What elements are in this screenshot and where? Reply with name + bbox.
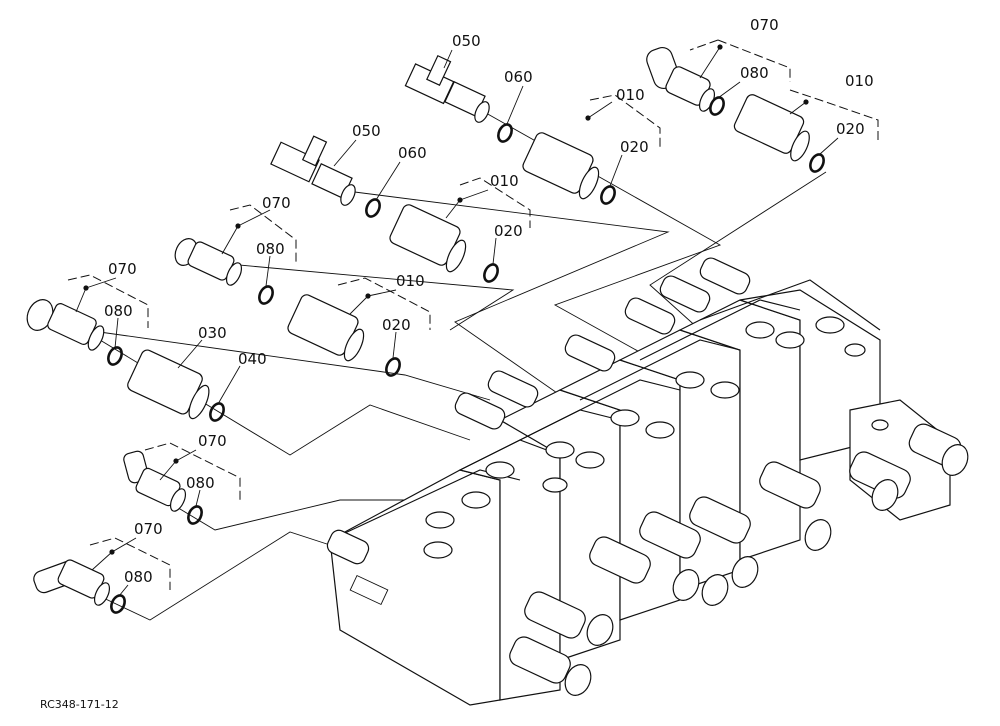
label-010-middle: 010 (490, 172, 519, 190)
label-050-top: 050 (452, 32, 481, 50)
o-ring (258, 285, 274, 305)
label-020-middle: 020 (494, 222, 523, 240)
o-ring (110, 594, 126, 614)
spools-back (326, 257, 751, 565)
fitting-010-middle (389, 204, 467, 273)
callout-leaders (75, 46, 839, 597)
bracket (89, 537, 171, 590)
o-ring (365, 198, 381, 218)
bracket (67, 274, 149, 328)
label-080-top-right: 080 (740, 64, 769, 82)
label-050-middle: 050 (352, 122, 381, 140)
bracket (717, 39, 791, 82)
label-020-lower: 020 (382, 316, 411, 334)
o-ring (709, 96, 725, 116)
bracket (144, 442, 241, 500)
o-ring (385, 357, 401, 377)
bracket (789, 89, 879, 140)
label-080-left-lower: 080 (186, 474, 215, 492)
label-080-bottom: 080 (124, 568, 153, 586)
port-caps (423, 316, 889, 559)
label-070-left-upper: 070 (108, 260, 137, 278)
brackets (67, 39, 879, 590)
label-080-left-mid: 080 (256, 240, 285, 258)
label-060-top: 060 (504, 68, 533, 86)
spools-front (509, 423, 969, 696)
label-040: 040 (238, 350, 267, 368)
fitting-070-top-right (646, 46, 716, 112)
label-070-left-lower: 070 (198, 432, 227, 450)
o-ring (600, 185, 616, 205)
drawing-reference: RC348-171-12 (40, 698, 119, 711)
routing-line (49, 324, 491, 401)
fitting-070-left-upper (26, 299, 105, 351)
label-070-bottom: 070 (134, 520, 163, 538)
o-ring (497, 123, 513, 143)
fitting-030 (127, 349, 210, 420)
label-030: 030 (198, 324, 227, 342)
label-010-lower: 010 (396, 272, 425, 290)
label-010-top-right: 010 (845, 72, 874, 90)
o-ring (209, 402, 225, 422)
fitting-010-top-right (733, 94, 810, 162)
fitting-050-middle (270, 135, 356, 206)
o-ring (107, 346, 123, 366)
routing-line (205, 261, 515, 331)
fitting-010-lower (287, 294, 365, 362)
bracket (589, 94, 661, 148)
control-valve-assembly (326, 257, 969, 706)
o-ring (809, 153, 825, 173)
label-070-top-right: 070 (750, 16, 779, 34)
o-ring (483, 263, 499, 283)
routing-line (338, 189, 670, 396)
fitting-010-top (522, 132, 600, 200)
label-070-left-mid: 070 (262, 194, 291, 212)
callout-labels: 050 060 070 080 010 020 010 020 050 060 … (104, 16, 874, 586)
fitting-070-left-mid (174, 238, 243, 286)
o-ring (187, 505, 203, 525)
label-010-top: 010 (616, 86, 645, 104)
label-020-top-right: 020 (836, 120, 865, 138)
o-rings (107, 96, 825, 614)
fitting-050-top (404, 54, 490, 123)
fitting-070-bottom (33, 559, 111, 606)
bracket (337, 277, 431, 330)
label-080-left-upper: 080 (104, 302, 133, 320)
routing-line (649, 171, 827, 331)
bracket (689, 39, 719, 51)
valve-nameplate (349, 574, 389, 606)
label-020-top: 020 (620, 138, 649, 156)
label-060-middle: 060 (398, 144, 427, 162)
fitting-070-left-lower (123, 450, 187, 512)
